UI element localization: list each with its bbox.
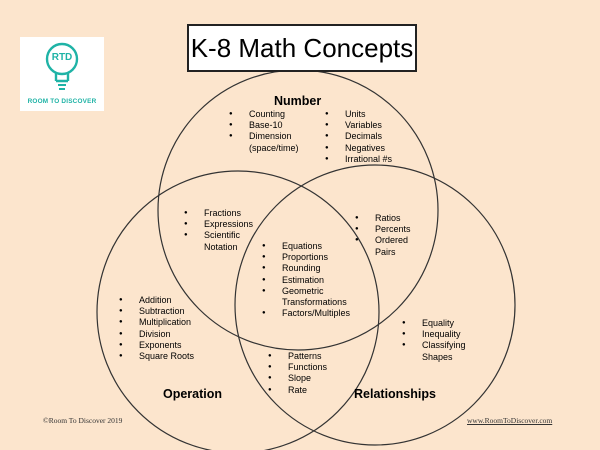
list-item: Ratios	[355, 213, 425, 224]
list-item: Estimation	[262, 275, 358, 286]
list-item: Scientific Notation	[184, 230, 264, 252]
number-left-list: CountingBase-10Dimension (space/time)	[229, 109, 313, 154]
operation-list: AdditionSubtractionMultiplicationDivisio…	[119, 295, 209, 362]
list-item: Decimals	[325, 131, 415, 142]
relationships-label: Relationships	[354, 387, 436, 401]
list-item: Division	[119, 329, 209, 340]
list-item: Subtraction	[119, 306, 209, 317]
number-relationships-list: RatiosPercentsOrdered Pairs	[355, 213, 425, 258]
list-item: Rate	[268, 385, 340, 396]
number-right-list: UnitsVariablesDecimalsNegativesIrrationa…	[325, 109, 415, 165]
footer-copyright: ©Room To Discover 2019	[43, 416, 123, 425]
list-item: Percents	[355, 224, 425, 235]
list-item: Dimension (space/time)	[229, 131, 313, 153]
list-item: Geometric Transformations	[262, 286, 358, 308]
number-operation-list: FractionsExpressionsScientific Notation	[184, 208, 264, 253]
operation-circle	[96, 170, 380, 450]
list-item: Negatives	[325, 143, 415, 154]
list-item: Slope	[268, 373, 340, 384]
center-list: EquationsProportionsRoundingEstimationGe…	[262, 241, 358, 320]
list-item: Patterns	[268, 351, 340, 362]
list-item: Variables	[325, 120, 415, 131]
list-item: Fractions	[184, 208, 264, 219]
list-item: Classifying Shapes	[402, 340, 474, 362]
list-item: Irrational #s	[325, 154, 415, 165]
list-item: Square Roots	[119, 351, 209, 362]
page-title: K-8 Math Concepts	[187, 24, 417, 72]
list-item: Rounding	[262, 263, 358, 274]
list-item: Expressions	[184, 219, 264, 230]
list-item: Addition	[119, 295, 209, 306]
lightbulb-icon	[45, 42, 79, 90]
number-label: Number	[274, 94, 322, 108]
list-item: Units	[325, 109, 415, 120]
list-item: Functions	[268, 362, 340, 373]
list-item: Proportions	[262, 252, 358, 263]
operation-relationships-list: PatternsFunctionsSlopeRate	[268, 351, 340, 396]
list-item: Equations	[262, 241, 358, 252]
logo-mark: RTD	[51, 52, 73, 63]
room-to-discover-logo: RTD ROOM TO DISCOVER	[20, 37, 104, 111]
list-item: Factors/Multiples	[262, 308, 358, 319]
logo-text: ROOM TO DISCOVER	[27, 98, 97, 105]
list-item: Equality	[402, 318, 474, 329]
list-item: Inequality	[402, 329, 474, 340]
list-item: Ordered Pairs	[355, 235, 425, 257]
list-item: Counting	[229, 109, 313, 120]
list-item: Exponents	[119, 340, 209, 351]
list-item: Multiplication	[119, 317, 209, 328]
operation-label: Operation	[163, 387, 223, 401]
footer-website-link[interactable]: www.RoomToDiscover.com	[467, 416, 553, 425]
relationships-list: EqualityInequalityClassifying Shapes	[402, 318, 474, 363]
list-item: Base-10	[229, 120, 313, 131]
